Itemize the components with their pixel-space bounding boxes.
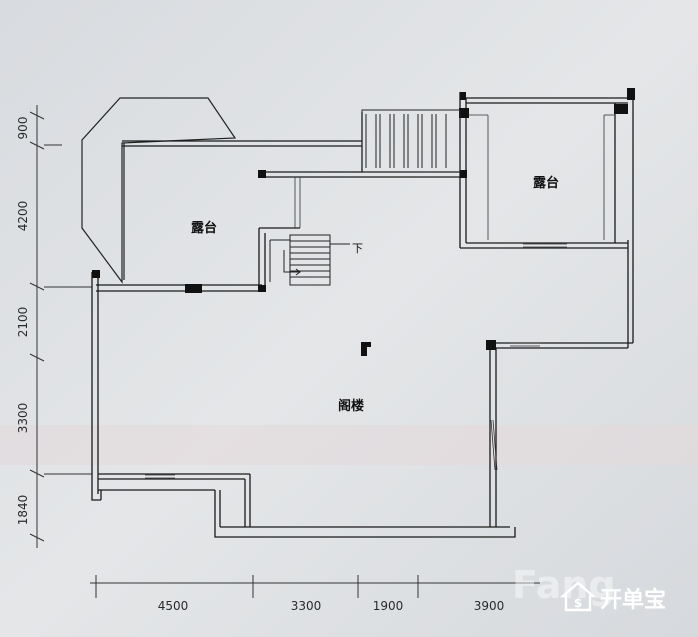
label-attic: 阁楼 bbox=[338, 398, 364, 414]
left-terrace-bay bbox=[81, 97, 237, 284]
brand-text: 开单宝 bbox=[600, 587, 666, 613]
dim-bottom-4500: 4500 bbox=[158, 599, 189, 613]
dim-left-3300: 3300 bbox=[16, 403, 30, 434]
bottom-dimension-line bbox=[90, 575, 540, 598]
thin-lines bbox=[145, 114, 615, 479]
external-stair bbox=[361, 109, 461, 173]
svg-text:$: $ bbox=[574, 596, 582, 610]
watermark-faint-text: Fang bbox=[512, 563, 616, 607]
dim-left-900: 900 bbox=[16, 117, 30, 140]
walls bbox=[91, 92, 634, 538]
dim-bottom-1900: 1900 bbox=[373, 599, 404, 613]
internal-stair bbox=[269, 234, 350, 286]
label-terrace-right: 露台 bbox=[533, 175, 559, 191]
dim-left-1840: 1840 bbox=[16, 495, 30, 526]
paper-band bbox=[0, 425, 698, 465]
dim-left-2100: 2100 bbox=[16, 307, 30, 338]
dim-bottom-3300: 3300 bbox=[291, 599, 322, 613]
label-stair-down: 下 bbox=[352, 242, 363, 255]
dollar-house-icon: $ bbox=[559, 581, 597, 612]
label-terrace-left: 露台 bbox=[191, 220, 217, 236]
dim-left-4200: 4200 bbox=[16, 201, 30, 232]
left-dimension-labels: 900 4200 2100 3300 1840 bbox=[16, 117, 30, 526]
left-dimension-line bbox=[29, 105, 92, 548]
bottom-dimension-labels: 4500 3300 1900 3900 bbox=[158, 599, 505, 613]
dim-bottom-3900: 3900 bbox=[474, 599, 505, 613]
brand-logo: $ 开单宝 bbox=[559, 581, 666, 613]
columns bbox=[92, 88, 635, 356]
